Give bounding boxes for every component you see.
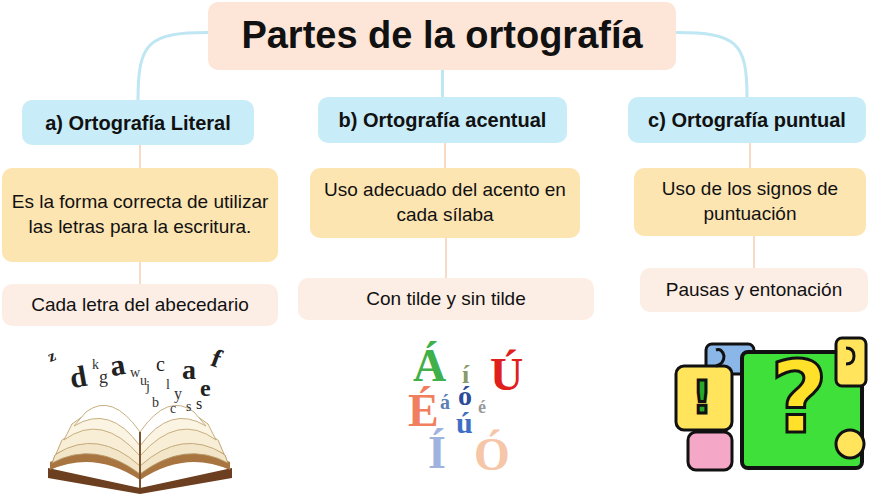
node-text: a) Ortografía Literal bbox=[45, 110, 231, 136]
illustration-letter: Á bbox=[413, 343, 446, 389]
illustration-letter: Í bbox=[428, 430, 446, 476]
punctuation-mark: ! bbox=[692, 376, 712, 420]
punctuation-illustration bbox=[676, 338, 866, 470]
node-text: Con tilde y sin tilde bbox=[366, 287, 525, 312]
illustration-letter: a bbox=[182, 356, 196, 384]
illustration-letter: j bbox=[146, 380, 150, 394]
category-box: a) Ortografía Literal bbox=[22, 100, 254, 145]
illustration-letter: g bbox=[99, 368, 108, 386]
example-box: Cada letra del abecedario bbox=[2, 284, 278, 326]
illustration-letter: s bbox=[196, 396, 202, 412]
connector-line bbox=[139, 262, 141, 284]
connector-line bbox=[138, 33, 208, 100]
node-text: Uso de los signos de puntuación bbox=[642, 177, 858, 226]
illustration-letter: ó bbox=[458, 382, 472, 410]
node-text: b) Ortografía acentual bbox=[339, 107, 547, 133]
title-box: Partes de la ortografía bbox=[208, 2, 676, 70]
connector-line bbox=[753, 236, 755, 268]
connector-line bbox=[444, 143, 446, 168]
connector-line bbox=[445, 238, 447, 278]
illustration-letter: Ó bbox=[474, 432, 510, 478]
definition-box: Uso adecuado del acento en cada sílaba bbox=[310, 168, 580, 238]
illustration-letter: é bbox=[478, 398, 486, 416]
node-text: Uso adecuado del acento en cada sílaba bbox=[318, 178, 572, 227]
punctuation-mark: ? bbox=[770, 348, 828, 448]
illustration-letter: z bbox=[45, 347, 57, 364]
illustration-letter: ú bbox=[456, 408, 473, 438]
illustration-letter: c bbox=[170, 402, 176, 416]
illustration-letter: a bbox=[108, 349, 128, 381]
node-text: Partes de la ortografía bbox=[241, 11, 642, 60]
node-text: Es la forma correcta de utilizar las let… bbox=[10, 190, 270, 239]
definition-box: Uso de los signos de puntuación bbox=[634, 168, 866, 236]
connector-line bbox=[676, 33, 747, 97]
category-box: b) Ortografía acentual bbox=[318, 97, 567, 143]
illustration-letter: u bbox=[140, 374, 147, 388]
illustration-letter: b bbox=[152, 396, 159, 410]
node-text: Cada letra del abecedario bbox=[31, 293, 249, 318]
illustration-letter: w bbox=[130, 366, 140, 380]
category-box: c) Ortografía puntual bbox=[628, 97, 866, 143]
illustration-letter: d bbox=[68, 361, 90, 393]
illustration-letter: l bbox=[166, 378, 170, 392]
illustration-letter: c bbox=[156, 354, 165, 374]
illustration-letter: y bbox=[174, 386, 182, 402]
connector-line bbox=[139, 145, 141, 168]
connector-line bbox=[441, 70, 444, 97]
example-box: Con tilde y sin tilde bbox=[298, 278, 594, 320]
illustration-letter: s bbox=[186, 400, 191, 414]
node-text: c) Ortografía puntual bbox=[648, 107, 846, 133]
definition-box: Es la forma correcta de utilizar las let… bbox=[2, 168, 278, 262]
node-text: Pausas y entonación bbox=[666, 278, 842, 303]
example-box: Pausas y entonación bbox=[640, 268, 868, 312]
illustration-letter: Ú bbox=[490, 352, 523, 398]
book-illustration bbox=[48, 405, 232, 494]
illustration-letter: á bbox=[440, 392, 450, 412]
illustration-letter: É bbox=[408, 388, 439, 434]
connector-line bbox=[749, 143, 751, 168]
illustration-letter: f bbox=[208, 345, 225, 372]
illustration-letter: k bbox=[92, 358, 99, 372]
